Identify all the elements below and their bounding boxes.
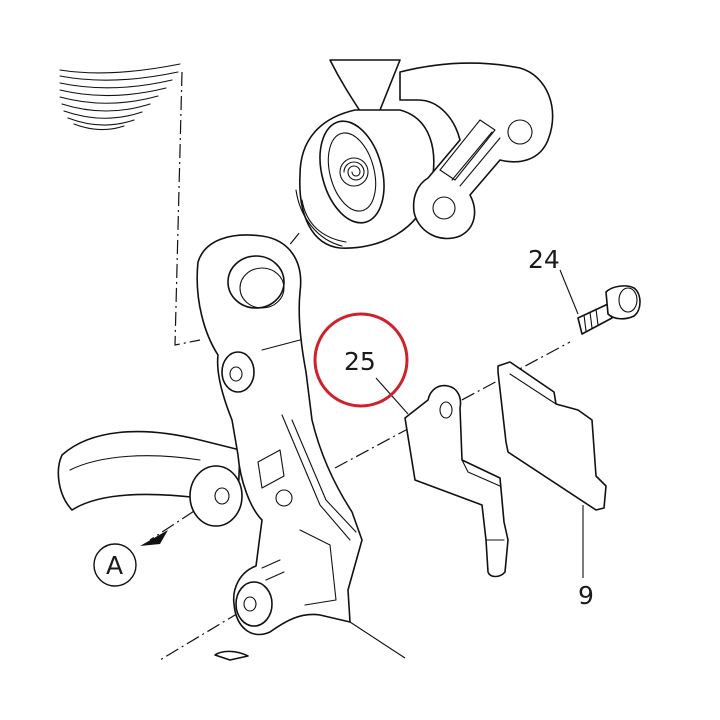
part-9-plate xyxy=(497,361,607,511)
part-24-screw xyxy=(577,285,641,335)
callout-25: 25 xyxy=(344,347,376,376)
highlight-circle xyxy=(313,312,409,408)
callout-24: 24 xyxy=(528,245,560,274)
part-25-bracket xyxy=(404,384,509,578)
view-arrow-a xyxy=(93,530,168,587)
lever-bracket xyxy=(57,234,363,661)
callout-circle-a xyxy=(93,543,137,587)
leader-lines xyxy=(349,269,584,659)
spiral-spring xyxy=(339,157,369,187)
spring-coil xyxy=(59,63,181,131)
arrowhead-icon xyxy=(140,530,168,546)
damper-cylinder xyxy=(295,59,554,249)
callout-9: 9 xyxy=(578,581,594,610)
callout-a: A xyxy=(106,551,123,580)
